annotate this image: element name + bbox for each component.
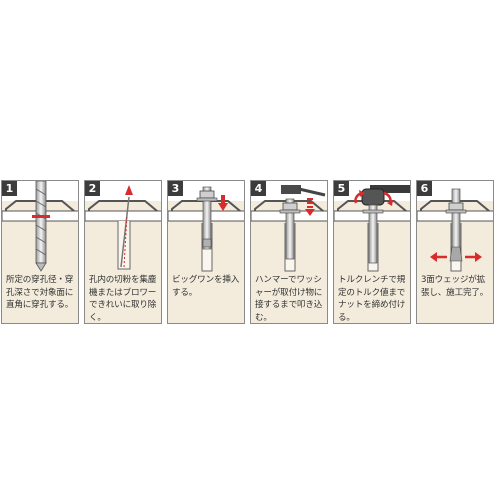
drill-bit-icon [2,181,78,272]
step-4-panel: 4 ハンマーでワッシャーが取付け物に接するまで叩き込む。 [250,180,328,324]
step-caption: 3面ウェッジが拡張し、施工完了。 [421,275,489,298]
step-caption: 孔内の切粉を集塵機またはブロワーできれいに取り除く。 [89,275,157,323]
step-6-panel: 6 3面ウェッジが拡張し、施工完了。 [416,180,494,324]
anchor-bolt-icon [168,181,244,272]
step-1-panel: 1 所定の穿孔径・穿孔深さで対象面に直角に穿孔する。 [1,180,79,324]
step-caption: ビッグワンを挿入する。 [172,275,240,298]
step-5-panel: 5 トルクレンチで規定のトルク値までナットを締め付ける。 [333,180,411,324]
step-number: 1 [2,181,17,196]
hammer-icon [251,181,327,272]
step-caption: トルクレンチで規定のトルク値までナットを締め付ける。 [338,275,406,323]
step-number: 5 [334,181,349,196]
step-3-panel: 3 ビッグワンを挿入する。 [167,180,245,324]
step-number: 3 [168,181,183,196]
step-caption: ハンマーでワッシャーが取付け物に接するまで叩き込む。 [255,275,323,323]
step-number: 4 [251,181,266,196]
wedge-expand-icon [417,181,493,272]
torque-wrench-icon [334,181,410,272]
step-2-panel: 2 孔内の切粉を集塵機またはブロワーできれいに取り除く。 [84,180,162,324]
step-number: 6 [417,181,432,196]
step-caption: 所定の穿孔径・穿孔深さで対象面に直角に穿孔する。 [6,275,74,310]
blower-nozzle-icon [85,181,161,270]
step-number: 2 [85,181,100,196]
